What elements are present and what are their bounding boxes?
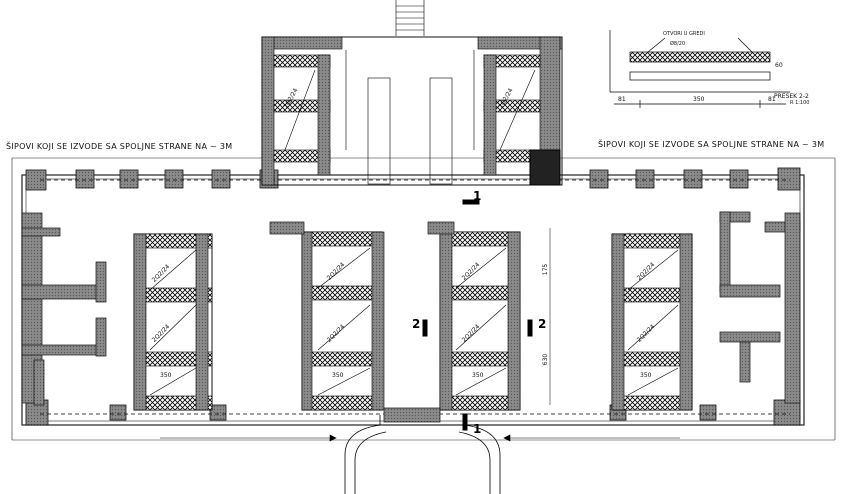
pile-note-right: ŠIPOVI KOJI SE IZVODE SA SPOLJNE STRANE … [598, 140, 825, 149]
room-dim-2: 350 [332, 372, 344, 379]
pile-note-left: ŠIPOVI KOJI SE IZVODE SA SPOLJNE STRANE … [6, 142, 233, 151]
section-dim-mid: 350 [693, 96, 705, 103]
right-wing-walls [719, 211, 801, 404]
section-detail [609, 30, 790, 108]
section-opening-label: OTVORI U GREDI [663, 31, 705, 37]
section-title: PRESEK 2-2 [774, 93, 809, 100]
left-wing-walls [21, 212, 107, 406]
section-cut-lines [422, 199, 551, 431]
foundation-block-1 [133, 233, 213, 411]
room-depth-dim: 630 [542, 353, 550, 366]
section-mark-2-left: 2 [412, 317, 421, 331]
room-small-dim: 175 [542, 263, 550, 276]
stair-runs [345, 0, 475, 185]
top-wing [261, 36, 563, 186]
section-dim-right: 81 [768, 96, 776, 103]
section-mark-1-bottom: 1 [473, 422, 482, 436]
foundation-block-3 [439, 231, 521, 411]
section-diameter-label: Ø8/20 [670, 41, 686, 47]
foundation-block-4 [611, 233, 693, 411]
section-scale: R 1:100 [790, 100, 810, 106]
section-mark-2-right: 2 [538, 317, 547, 331]
section-dim-left: 81 [618, 96, 626, 103]
central-corridor [269, 221, 455, 423]
outer-walls [11, 157, 836, 441]
section-dim-height: 60 [775, 62, 783, 69]
room-dim-4: 350 [640, 372, 652, 379]
pile-direction-arrows [160, 434, 680, 442]
room-dim-1: 350 [160, 372, 172, 379]
room-dim-3: 350 [472, 372, 484, 379]
foundation-block-2 [301, 231, 385, 411]
section-mark-1-top: 1 [473, 189, 482, 203]
